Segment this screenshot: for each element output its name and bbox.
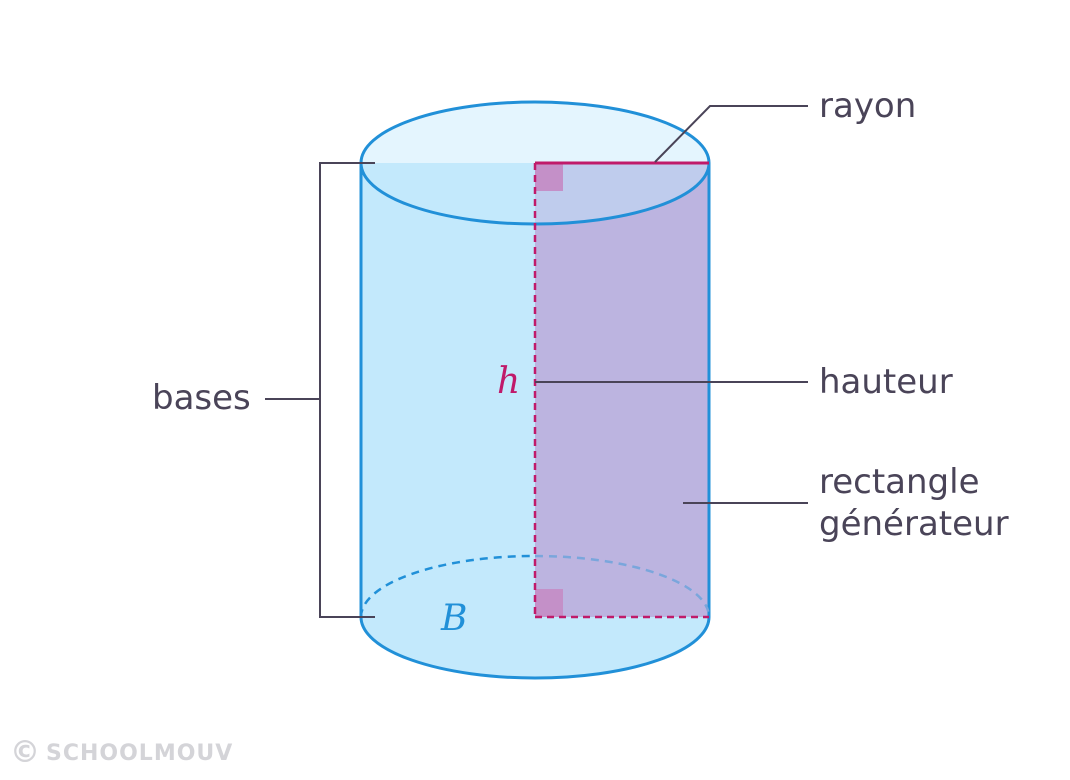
schoolmouv-watermark: © SCHOOLMOUV [10,735,233,770]
copyright-icon: © [10,735,41,770]
right-angle-mark-bottom [535,589,563,617]
right-angle-mark-top [535,163,563,191]
label-h: h [497,361,520,402]
label-rectangle: rectangle [819,462,980,502]
label-rayon: rayon [819,86,916,126]
label-hauteur: hauteur [819,362,953,402]
label-B: B [440,598,467,639]
bottom-base-front [359,616,711,680]
label-generateur: générateur [819,504,1009,544]
bottom-base-back-left [359,554,536,618]
label-bases: bases [152,378,251,418]
generating-rectangle [535,163,709,617]
rayon-leader [654,105,808,163]
bases-bracket [319,162,375,618]
watermark-text: SCHOOLMOUV [46,741,233,766]
